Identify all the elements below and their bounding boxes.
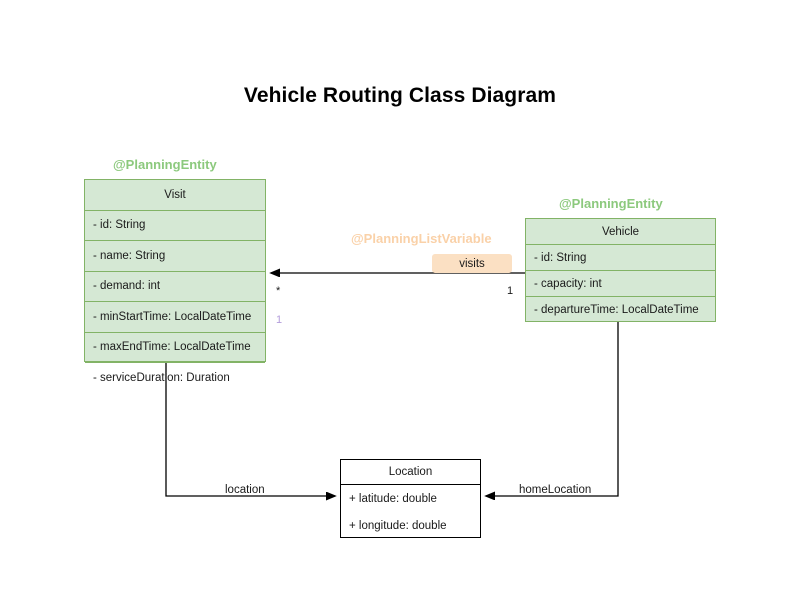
multiplicity-visit-many: *	[276, 285, 281, 297]
stereotype-planning-list-variable: @PlanningListVariable	[351, 231, 492, 246]
edge-label-location: location	[225, 484, 265, 496]
class-box-vehicle[interactable]: Vehicle - id: String - capacity: int - d…	[525, 218, 716, 322]
class-name-location: Location	[341, 460, 480, 485]
attribute-row: - maxEndTime: LocalDateTime	[85, 333, 265, 363]
class-name-visit: Visit	[85, 180, 265, 211]
attribute-row: + longitude: double	[349, 519, 447, 532]
edge-label-visits: visits	[432, 254, 512, 273]
attribute-row: - capacity: int	[526, 271, 715, 297]
attribute-row: - name: String	[85, 241, 265, 272]
attribute-row: - id: String	[526, 245, 715, 271]
multiplicity-visit-one: 1	[276, 314, 283, 326]
attribute-row: - id: String	[85, 211, 265, 241]
multiplicity-vehicle-one: 1	[507, 285, 514, 297]
class-box-location[interactable]: Location + latitude: double + longitude:…	[340, 459, 481, 538]
class-box-visit[interactable]: Visit - id: String - name: String - dema…	[84, 179, 266, 384]
attribute-row: - departureTime: LocalDateTime	[534, 304, 699, 316]
class-name-vehicle: Vehicle	[526, 219, 715, 245]
stereotype-visit: @PlanningEntity	[113, 157, 217, 172]
attribute-row: - serviceDuration: Duration	[93, 372, 230, 385]
edge-vehicle-homelocation	[486, 322, 619, 496]
attribute-row: - minStartTime: LocalDateTime	[85, 302, 265, 333]
page-title: Vehicle Routing Class Diagram	[243, 84, 557, 107]
edge-label-homelocation: homeLocation	[519, 484, 592, 496]
stereotype-vehicle: @PlanningEntity	[559, 196, 663, 211]
attribute-row: + latitude: double	[349, 492, 437, 505]
attribute-row: - demand: int	[85, 272, 265, 302]
